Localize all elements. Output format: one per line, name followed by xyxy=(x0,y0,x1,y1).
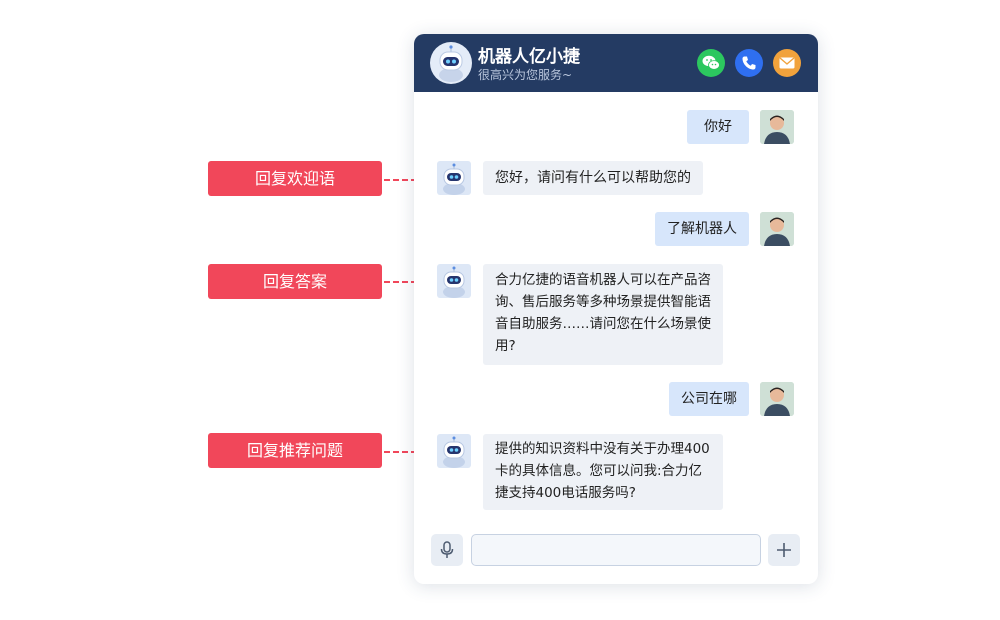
bot-message-bubble: 您好，请问有什么可以帮助您的 xyxy=(483,161,703,195)
bot-message-bubble: 合力亿捷的语音机器人可以在产品咨询、售后服务等多种场景提供智能语音自助服务……请… xyxy=(483,264,723,365)
user-avatar-icon xyxy=(760,382,794,416)
bot-message-bubble: 提供的知识资料中没有关于办理400卡的具体信息。您可以问我:合力亿捷支持400电… xyxy=(483,434,723,510)
user-message-bubble: 了解机器人 xyxy=(655,212,749,246)
annotation-connector xyxy=(384,179,426,181)
robot-avatar-icon xyxy=(437,434,471,468)
plus-icon xyxy=(777,543,791,557)
wechat-button[interactable] xyxy=(697,49,725,77)
wechat-icon xyxy=(702,55,720,70)
more-options-button[interactable] xyxy=(768,534,800,566)
chat-window: 机器人亿小捷 很高兴为您服务~ 你好 xyxy=(414,34,818,584)
robot-avatar-icon xyxy=(430,42,472,84)
chat-subtitle: 很高兴为您服务~ xyxy=(478,68,573,82)
annotation-welcome-reply: 回复欢迎语 xyxy=(208,161,382,196)
chat-header: 机器人亿小捷 很高兴为您服务~ xyxy=(414,34,818,92)
voice-input-button[interactable] xyxy=(431,534,463,566)
user-message-bubble: 你好 xyxy=(687,110,749,144)
user-message-bubble: 公司在哪 xyxy=(669,382,749,416)
annotation-connector xyxy=(384,281,426,283)
mail-icon xyxy=(779,57,795,69)
annotation-connector xyxy=(384,451,426,453)
user-avatar-icon xyxy=(760,212,794,246)
phone-button[interactable] xyxy=(735,49,763,77)
mail-button[interactable] xyxy=(773,49,801,77)
user-avatar-icon xyxy=(760,110,794,144)
phone-icon xyxy=(742,56,756,70)
microphone-icon xyxy=(440,541,454,558)
annotation-answer-reply: 回复答案 xyxy=(208,264,382,299)
message-input[interactable] xyxy=(471,534,761,566)
chat-title: 机器人亿小捷 xyxy=(478,47,580,67)
annotation-recommend-reply: 回复推荐问题 xyxy=(208,433,382,468)
robot-avatar-icon xyxy=(437,264,471,298)
robot-avatar-icon xyxy=(437,161,471,195)
